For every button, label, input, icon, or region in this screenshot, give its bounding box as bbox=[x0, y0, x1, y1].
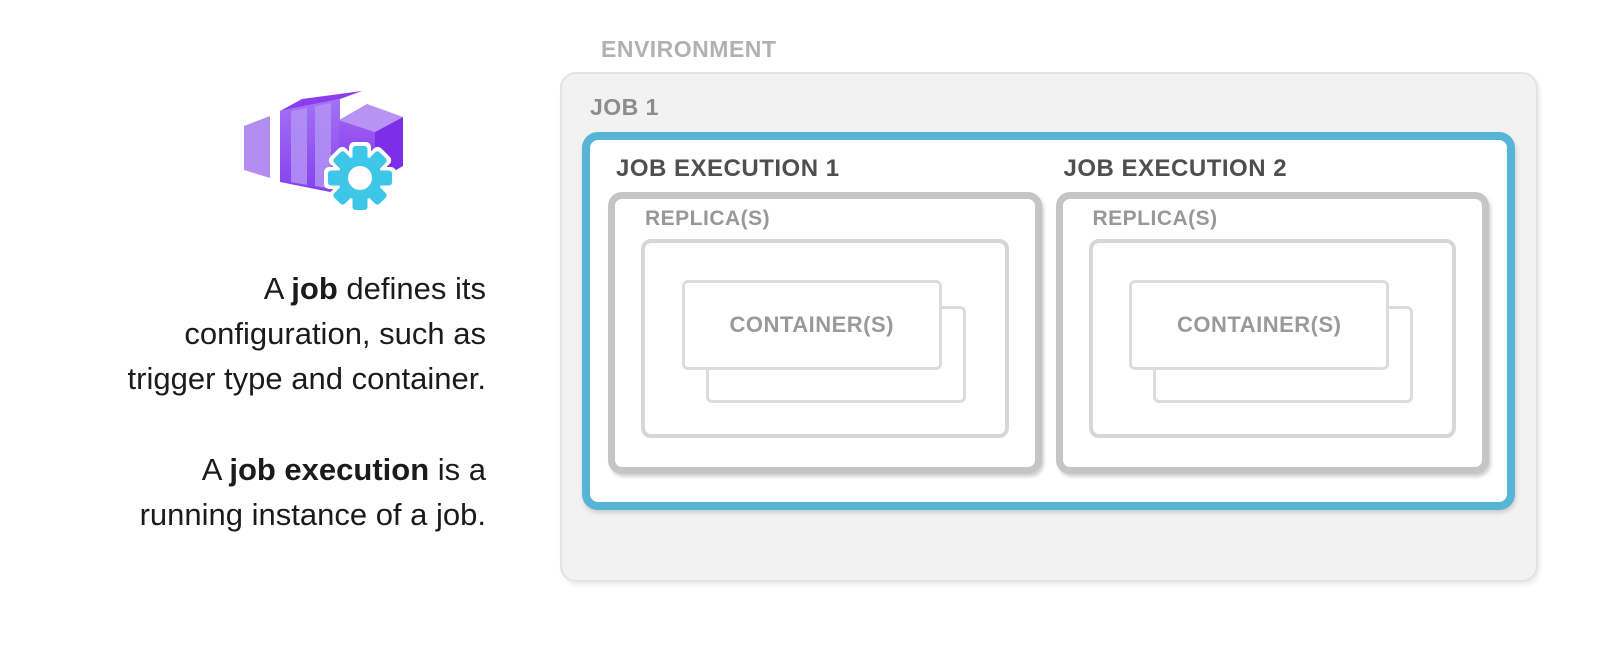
description-line: A job execution is a bbox=[201, 452, 486, 487]
job-box: JOB EXECUTION 1 REPLICA(S) CONTAINER(S) bbox=[582, 132, 1515, 510]
icon-right-box-top bbox=[339, 104, 403, 132]
job-execution-2-box: REPLICA(S) CONTAINER(S) bbox=[1055, 192, 1489, 474]
description-text: A job defines its configuration, such as… bbox=[58, 266, 486, 537]
description-line: configuration, such as bbox=[184, 316, 486, 351]
container-stack: CONTAINER(S) bbox=[681, 280, 968, 406]
job-execution-2-group: JOB EXECUTION 2 REPLICA(S) CONTAINER(S) bbox=[1055, 154, 1489, 502]
job-label: JOB 1 bbox=[590, 94, 659, 120]
job-execution-1-box: REPLICA(S) CONTAINER(S) bbox=[608, 192, 1042, 474]
replica-label: REPLICA(S) bbox=[645, 207, 771, 230]
icon-main-box-top bbox=[280, 91, 362, 111]
gear-icon bbox=[324, 142, 396, 214]
description-line: A job defines its bbox=[263, 271, 486, 306]
description-paragraph-job: A job defines its configuration, such as… bbox=[58, 266, 486, 401]
container-label: CONTAINER(S) bbox=[729, 312, 894, 337]
job-execution-1-label: JOB EXECUTION 1 bbox=[616, 155, 840, 182]
description-paragraph-job-execution: A job execution is a running instance of… bbox=[58, 447, 486, 537]
job-execution-2-label: JOB EXECUTION 2 bbox=[1063, 155, 1288, 182]
icon-left-fin bbox=[244, 116, 270, 178]
environment-label: ENVIRONMENT bbox=[601, 36, 777, 62]
replica-box: CONTAINER(S) bbox=[641, 239, 1009, 438]
container-card-front: CONTAINER(S) bbox=[681, 280, 942, 370]
job-execution-1-group: JOB EXECUTION 1 REPLICA(S) CONTAINER(S) bbox=[608, 154, 1042, 502]
description-line: running instance of a job. bbox=[139, 497, 486, 532]
replica-label: REPLICA(S) bbox=[1092, 207, 1218, 230]
container-label: CONTAINER(S) bbox=[1177, 312, 1342, 337]
container-card-front: CONTAINER(S) bbox=[1129, 280, 1390, 370]
description-line: trigger type and container. bbox=[127, 361, 486, 396]
replica-box: CONTAINER(S) bbox=[1088, 239, 1456, 438]
container-stack: CONTAINER(S) bbox=[1129, 280, 1415, 406]
environment-box: JOB 1 JOB EXECUTION 1 REPLICA(S) CONTAIN… bbox=[560, 72, 1538, 582]
container-apps-job-icon bbox=[244, 91, 403, 214]
